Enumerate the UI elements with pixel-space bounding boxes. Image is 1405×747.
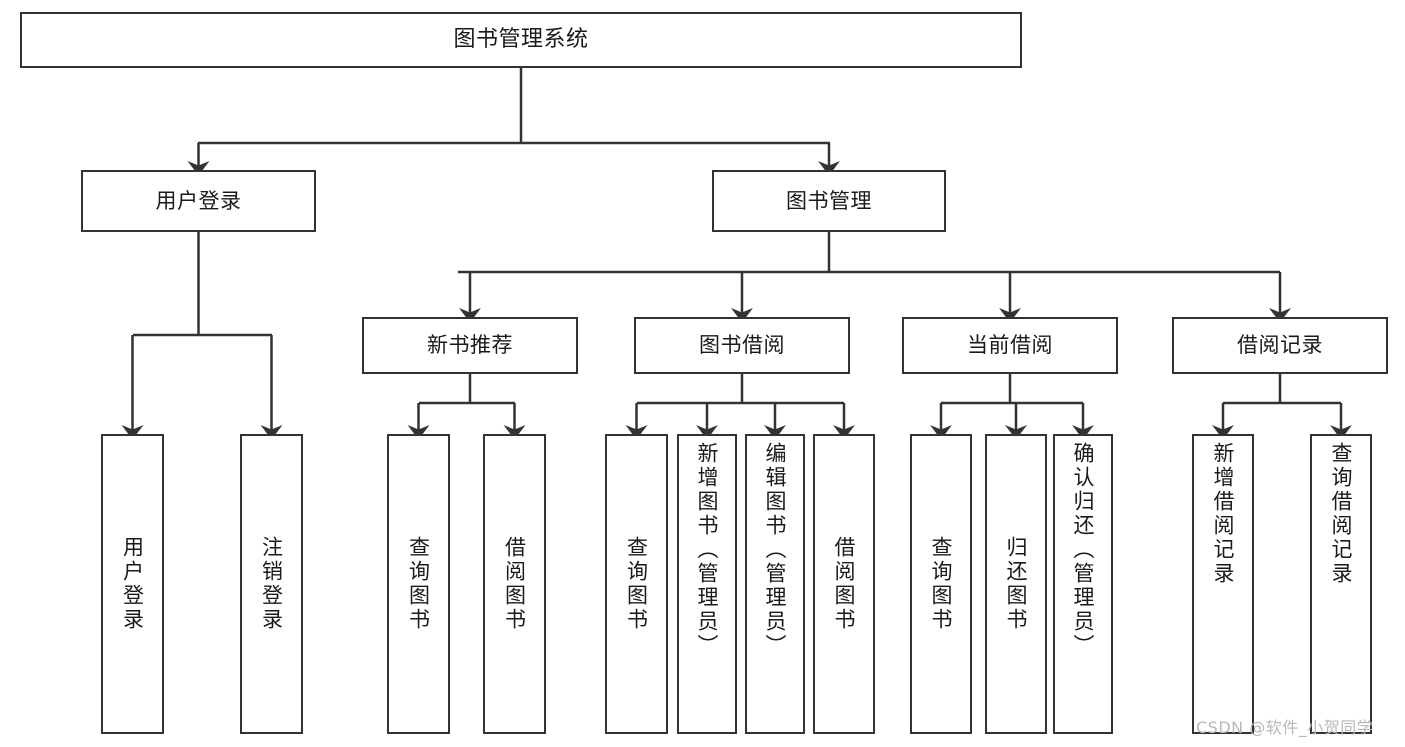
node-label-root: 图书管理系统 <box>453 27 589 53</box>
node-leaf-return[interactable]: 归还图书 <box>985 434 1047 734</box>
node-label-new-book-rec: 新书推荐 <box>427 333 513 358</box>
node-borrow-record[interactable]: 借阅记录 <box>1172 317 1388 374</box>
node-label-leaf-query-rec: 查询借阅记录 <box>1329 442 1354 586</box>
node-leaf-query-rec[interactable]: 查询借阅记录 <box>1310 434 1372 734</box>
node-label-leaf-borrow-2: 借阅图书 <box>832 536 857 632</box>
node-leaf-add-book[interactable]: 新增图书（管理员） <box>677 434 737 734</box>
node-label-leaf-edit-book: 编辑图书（管理员） <box>763 442 788 658</box>
node-label-leaf-borrow-1: 借阅图书 <box>502 536 527 632</box>
node-leaf-query-2[interactable]: 查询图书 <box>605 434 668 734</box>
node-label-user-login: 用户登录 <box>155 188 242 213</box>
node-book-borrow[interactable]: 图书借阅 <box>634 317 850 374</box>
node-book-manage[interactable]: 图书管理 <box>712 170 946 232</box>
node-user-login[interactable]: 用户登录 <box>81 170 316 232</box>
node-leaf-confirm[interactable]: 确认归还（管理员） <box>1053 434 1113 734</box>
node-leaf-query-3[interactable]: 查询图书 <box>910 434 972 734</box>
node-label-borrow-record: 借阅记录 <box>1237 333 1323 358</box>
node-leaf-borrow-2[interactable]: 借阅图书 <box>813 434 875 734</box>
node-label-leaf-query-2: 查询图书 <box>624 536 649 632</box>
csdn-watermark: CSDN @软件_小贺同学 <box>1196 718 1374 737</box>
node-label-leaf-query-1: 查询图书 <box>406 536 431 632</box>
node-root[interactable]: 图书管理系统 <box>20 12 1022 68</box>
edges-group <box>121 68 1352 440</box>
node-label-leaf-confirm: 确认归还（管理员） <box>1071 442 1096 658</box>
node-label-book-manage: 图书管理 <box>786 188 872 213</box>
node-leaf-query-1[interactable]: 查询图书 <box>387 434 450 734</box>
node-current-borrow[interactable]: 当前借阅 <box>902 317 1118 374</box>
node-leaf-borrow-1[interactable]: 借阅图书 <box>483 434 546 734</box>
node-label-book-borrow: 图书借阅 <box>699 333 785 358</box>
node-leaf-user-login[interactable]: 用户登录 <box>101 434 164 734</box>
node-label-leaf-add-rec: 新增借阅记录 <box>1211 442 1236 586</box>
node-leaf-logout[interactable]: 注销登录 <box>240 434 303 734</box>
node-label-leaf-logout: 注销登录 <box>259 536 284 632</box>
node-label-leaf-return: 归还图书 <box>1004 536 1029 632</box>
node-label-leaf-add-book: 新增图书（管理员） <box>695 442 720 658</box>
node-leaf-add-rec[interactable]: 新增借阅记录 <box>1192 434 1254 734</box>
node-label-leaf-user-login: 用户登录 <box>120 536 145 632</box>
node-label-current-borrow: 当前借阅 <box>967 333 1053 358</box>
node-new-book-rec[interactable]: 新书推荐 <box>362 317 578 374</box>
node-label-leaf-query-3: 查询图书 <box>929 536 954 632</box>
node-leaf-edit-book[interactable]: 编辑图书（管理员） <box>745 434 805 734</box>
